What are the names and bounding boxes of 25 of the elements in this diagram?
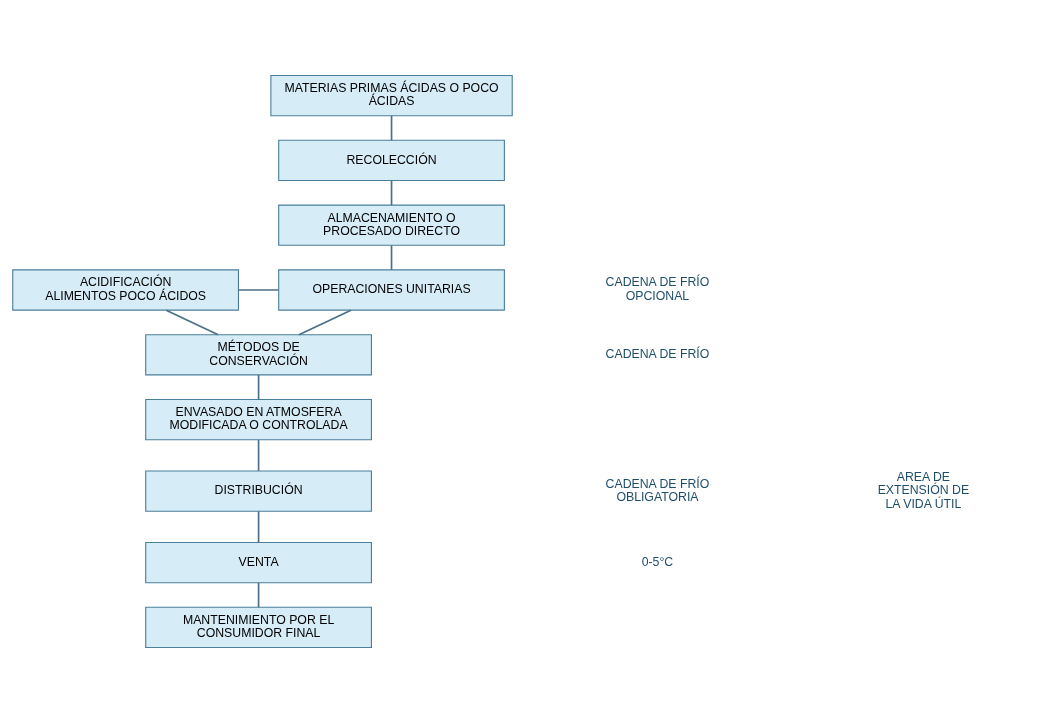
connector [390,114,393,141]
connector [257,438,260,472]
connector [257,373,260,400]
connector [257,581,260,608]
node-box: ACIDIFICACIÓN ALIMENTOS POCO ÁCIDOS [12,268,240,311]
node-box: ENVASADO EN ATMOSFERA MODIFICADA O CONTROLADA [145,398,372,440]
node-box: MATERIAS PRIMAS ÁCIDAS O POCO ÁCIDAS [270,74,513,116]
connector [390,179,393,206]
label: CADENA DE FRÍO OBLIGATORIA [605,476,710,504]
node-box: MANTENIMIENTO POR EL CONSUMIDOR FINAL [145,606,372,648]
label: CADENA DE FRÍO OPCIONAL [605,274,710,303]
connector [165,308,220,335]
node-box: OPERACIONES UNITARIAS [278,268,505,311]
node-box: ALMACENAMIENTO O PROCESADO DIRECTO [278,204,505,246]
node-box: MÉTODOS DE CONSERVACIÓN [145,333,372,375]
connector [390,244,393,271]
node-box: VENTA [145,541,372,583]
label: 0-5°C [641,554,674,569]
connector [298,308,352,335]
label: CADENA DE FRÍO [605,346,710,361]
node-box: DISTRIBUCIÓN [145,469,372,512]
node-box: RECOLECCIÓN [278,139,505,181]
label: AREA DE EXTENSIÓN DE LA VIDA ÚTIL [877,469,970,511]
connector [238,288,280,291]
connector [257,510,260,543]
